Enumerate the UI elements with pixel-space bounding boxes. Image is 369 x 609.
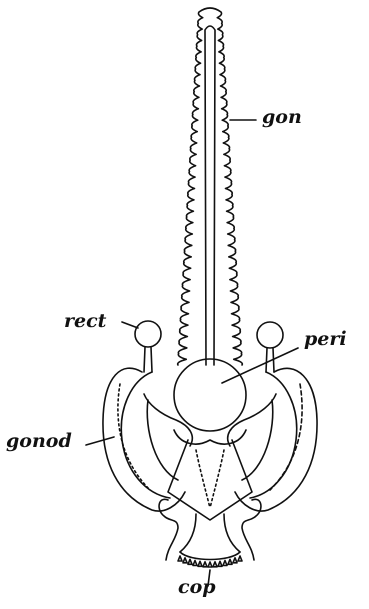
rectal-gland-left — [135, 321, 161, 347]
wing-left-inner — [147, 400, 178, 480]
gonoduct-left-inner — [121, 372, 170, 498]
gonoduct-right-outer — [235, 368, 317, 511]
rectal-gland-right — [257, 322, 283, 348]
label-peri: peri — [304, 330, 347, 349]
label-gon: gon — [262, 108, 302, 127]
gonoduct-left-outer — [103, 368, 185, 511]
copulatory-teeth — [178, 556, 242, 567]
gonoduct-right-dotted — [270, 384, 302, 490]
gonad-outline — [178, 8, 243, 365]
pericardium — [174, 359, 246, 431]
central-duct — [205, 26, 215, 365]
central-body-dotted — [196, 450, 224, 508]
leader-peri — [222, 348, 298, 383]
label-cop: cop — [178, 578, 216, 597]
copulatory-organ — [180, 552, 240, 560]
leader-gonod — [86, 437, 114, 445]
label-rect: rect — [64, 312, 106, 331]
leader-rect — [122, 322, 138, 328]
gonoduct-right-inner — [250, 372, 297, 498]
rectal-stalk-left — [144, 347, 152, 372]
wing-right-inner — [242, 400, 273, 480]
central-body — [168, 430, 252, 520]
label-gonod: gonod — [6, 432, 72, 451]
